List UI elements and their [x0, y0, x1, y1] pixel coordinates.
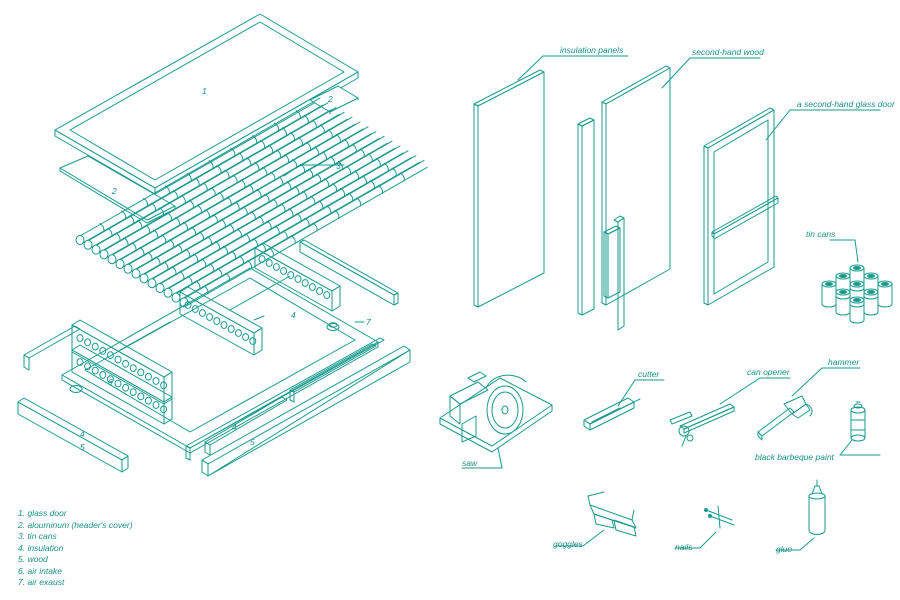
label-part-7: 7	[366, 317, 371, 327]
glass-door	[703, 107, 779, 306]
label-part-4-left: 4	[80, 429, 85, 439]
hammer-tool	[757, 395, 813, 441]
label-saw: saw	[462, 458, 478, 468]
tin-cans-stack	[821, 264, 893, 324]
legend-item: 7. air exaust	[18, 577, 65, 587]
label-part-4-base: 4	[232, 422, 237, 432]
insulation-block-right	[254, 242, 341, 312]
insulation-panels	[473, 69, 545, 308]
label-part-1: 1	[202, 86, 207, 96]
label-nails: nails	[675, 542, 693, 552]
label-part-5-left: 5	[80, 442, 85, 452]
label-paint: black barbeque paint	[755, 452, 835, 462]
tin-can-grid	[75, 97, 428, 308]
label-part-2-top: 2	[327, 94, 333, 104]
insulation-block-left	[71, 319, 173, 425]
legend-item: 6. air intake	[18, 565, 62, 576]
legend-item: 2. alouminum (header's cover)	[18, 519, 133, 530]
cutter-tool	[583, 397, 641, 431]
label-part-4-right: 4	[291, 310, 296, 320]
label-can-opener: can opener	[747, 367, 791, 377]
legend-item: 5. wood	[18, 554, 48, 564]
label-tin-cans: tin cans	[806, 229, 836, 239]
paint-can	[850, 401, 866, 442]
wood-strips	[17, 239, 411, 477]
aluminum-cover-left	[59, 155, 176, 224]
parts-legend: 1. glass door 2. alouminum (header's cov…	[18, 508, 133, 589]
label-part-6: 6	[108, 377, 113, 387]
air-exaust-hole	[326, 323, 340, 331]
label-cutter: cutter	[638, 369, 660, 379]
glue-bottle	[808, 479, 826, 535]
label-glass-door: a second-hand glass door	[797, 99, 896, 109]
label-part-3: 3	[336, 161, 341, 171]
label-hammer: hammer	[828, 357, 860, 367]
label-goggles: goggles	[553, 539, 584, 549]
leader-lines	[253, 55, 881, 551]
can-opener-tool	[669, 403, 735, 447]
legend-item: 4. insulation	[18, 542, 64, 553]
label-insulation-panels: insulation panels	[560, 45, 624, 55]
nails-item	[704, 505, 735, 529]
saw-tool	[439, 371, 553, 453]
label-glue: glue	[776, 544, 792, 554]
label-part-5-base: 5	[250, 437, 255, 447]
second-hand-wood	[577, 65, 671, 331]
air-intake-hole	[69, 385, 83, 393]
legend-item: 3. tin cans	[18, 531, 57, 541]
insulation-block-middle	[179, 286, 263, 356]
goggles-tool	[587, 491, 637, 537]
label-second-hand-wood: second-hand wood	[692, 47, 764, 57]
label-part-2-left: 2	[111, 186, 117, 196]
glass-door-part	[54, 13, 359, 195]
legend-item: 1. glass door	[18, 508, 67, 518]
collector-base	[61, 267, 379, 454]
